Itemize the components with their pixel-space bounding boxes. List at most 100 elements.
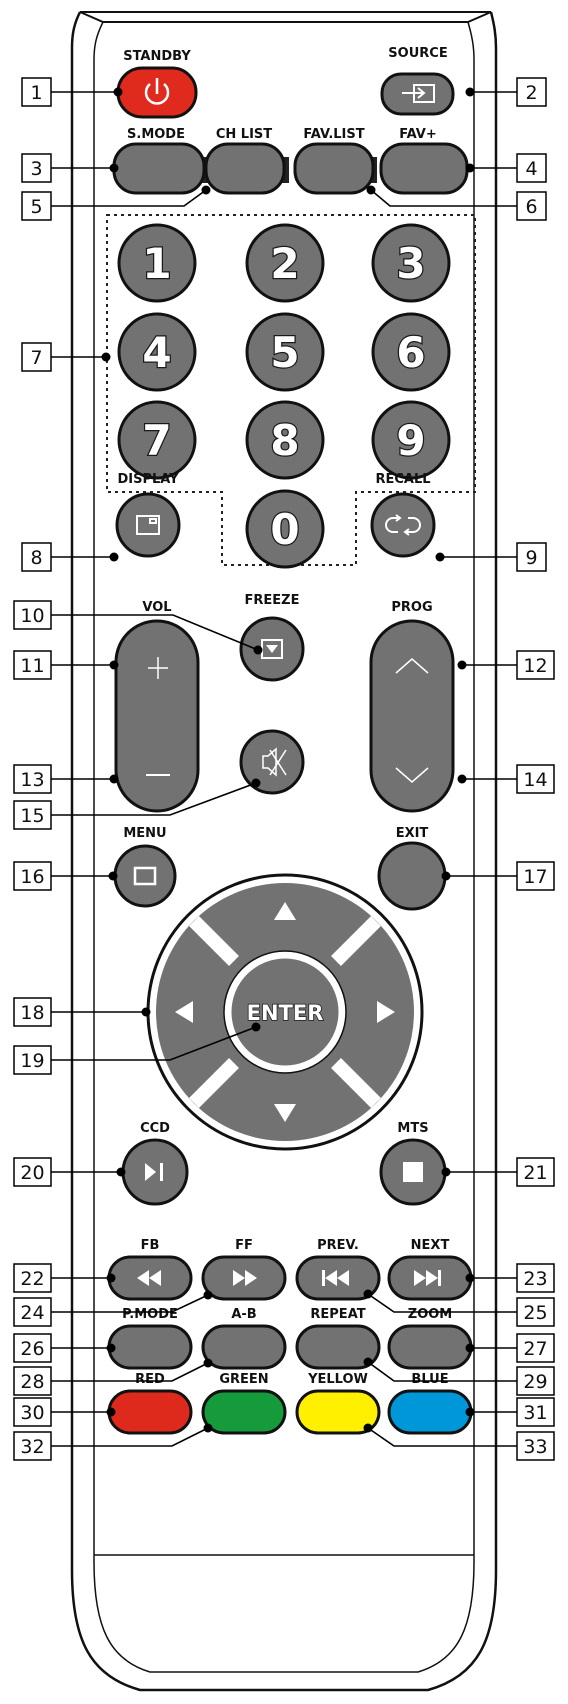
callout-5: 5 (21, 191, 52, 221)
prev-label: PREV. (317, 1238, 359, 1253)
svg-text:20: 20 (20, 1162, 44, 1184)
remote-body (70, 11, 498, 1692)
red-button[interactable] (107, 1389, 193, 1435)
blue-button[interactable] (387, 1389, 473, 1435)
ff-button[interactable] (201, 1255, 287, 1301)
mute-button[interactable] (239, 729, 305, 795)
ccd-label: CCD (140, 1121, 170, 1136)
prev-button[interactable] (295, 1255, 381, 1301)
source-button[interactable] (380, 72, 455, 116)
pmode-label: P.MODE (122, 1307, 178, 1322)
mts-button[interactable] (379, 1138, 447, 1206)
prog-label: PROG (391, 600, 432, 615)
program-rocker[interactable] (369, 619, 455, 813)
digit-button-6[interactable]: 6 (371, 312, 451, 392)
next-label: NEXT (411, 1238, 450, 1253)
digit-button-7[interactable]: 7 (117, 400, 197, 480)
callout-33: 33 (516, 1431, 555, 1461)
digit-label-8: 8 (270, 416, 299, 465)
repeat-button[interactable] (295, 1324, 381, 1370)
digit-label-3: 3 (396, 239, 425, 288)
freeze-button[interactable] (239, 616, 305, 682)
stop-icon (403, 1162, 423, 1182)
digit-button-4[interactable]: 4 (117, 312, 197, 392)
digit-button-8[interactable]: 8 (245, 400, 325, 480)
callout-17: 17 (516, 861, 555, 891)
digit-label-5: 5 (270, 328, 299, 377)
callout-22: 22 (13, 1263, 52, 1293)
svg-text:10: 10 (20, 605, 44, 627)
yellow-button[interactable] (295, 1389, 381, 1435)
display-button[interactable] (115, 492, 181, 558)
zoom-button[interactable] (387, 1324, 473, 1370)
mts-label: MTS (397, 1121, 428, 1136)
callout-11: 11 (13, 650, 52, 680)
green-button[interactable] (201, 1389, 287, 1435)
volume-rocker[interactable] (114, 619, 200, 813)
favlist-button[interactable] (293, 142, 375, 195)
svg-text:28: 28 (20, 1371, 44, 1393)
svg-text:31: 31 (523, 1402, 547, 1424)
ccd-button[interactable] (121, 1138, 189, 1206)
exit-button[interactable] (377, 841, 447, 911)
digit-label-6: 6 (396, 328, 425, 377)
menu-icon (133, 866, 157, 886)
enter-button[interactable]: ENTER (223, 950, 347, 1074)
svg-text:24: 24 (20, 1302, 44, 1324)
favplus-button[interactable] (379, 142, 469, 195)
digit-button-1[interactable]: 1 (117, 223, 197, 303)
svg-text:22: 22 (20, 1268, 44, 1290)
svg-text:12: 12 (523, 655, 547, 677)
callout-23: 23 (516, 1263, 555, 1293)
callout-2: 2 (516, 77, 547, 107)
fb-button[interactable] (107, 1255, 193, 1301)
ab-button[interactable] (201, 1324, 287, 1370)
svg-text:26: 26 (20, 1338, 44, 1360)
standby-button[interactable] (116, 66, 198, 119)
next-button[interactable] (387, 1255, 473, 1301)
svg-text:1: 1 (30, 82, 42, 104)
callout-31: 31 (516, 1397, 555, 1427)
svg-text:4: 4 (525, 158, 537, 180)
svg-text:30: 30 (20, 1402, 44, 1424)
callout-20: 20 (13, 1157, 52, 1187)
callout-1: 1 (21, 77, 52, 107)
digit-button-3[interactable]: 3 (371, 223, 451, 303)
chevron-down-icon (395, 767, 429, 783)
ab-label: A-B (231, 1307, 256, 1322)
digit-button-9[interactable]: 9 (371, 400, 451, 480)
callout-18: 18 (13, 997, 52, 1027)
digit-button-5[interactable]: 5 (245, 312, 325, 392)
arrow-up-icon (274, 902, 296, 920)
yellow-label: YELLOW (307, 1372, 368, 1387)
digit-label-9: 9 (396, 416, 425, 465)
svg-text:33: 33 (523, 1436, 547, 1458)
repeat-label: REPEAT (310, 1307, 365, 1322)
callout-25: 25 (516, 1297, 555, 1327)
svg-text:13: 13 (20, 769, 44, 791)
svg-text:2: 2 (525, 82, 537, 104)
callout-9: 9 (516, 542, 547, 572)
chlist-label: CH LIST (216, 127, 272, 142)
svg-text:8: 8 (30, 547, 42, 569)
chlist-button[interactable] (204, 142, 286, 195)
pmode-button[interactable] (107, 1324, 193, 1370)
recall-icon (385, 514, 421, 536)
svg-text:5: 5 (30, 196, 42, 218)
callout-13: 13 (13, 764, 52, 794)
svg-text:29: 29 (523, 1371, 547, 1393)
smode-button[interactable] (112, 142, 206, 195)
digit-label-1: 1 (142, 239, 171, 288)
digit-label-4: 4 (142, 328, 171, 377)
arrow-left-icon (175, 1001, 193, 1023)
callout-4: 4 (516, 153, 547, 183)
menu-button[interactable] (113, 844, 177, 908)
digit-button-2[interactable]: 2 (245, 223, 325, 303)
exit-label: EXIT (396, 826, 429, 841)
skip-previous-icon (322, 1270, 349, 1286)
menu-label: MENU (123, 826, 166, 841)
rewind-icon (137, 1270, 161, 1286)
digit-button-0[interactable]: 0 (245, 489, 325, 569)
numeric-keypad-outline (106, 214, 476, 566)
recall-button[interactable] (370, 492, 436, 558)
